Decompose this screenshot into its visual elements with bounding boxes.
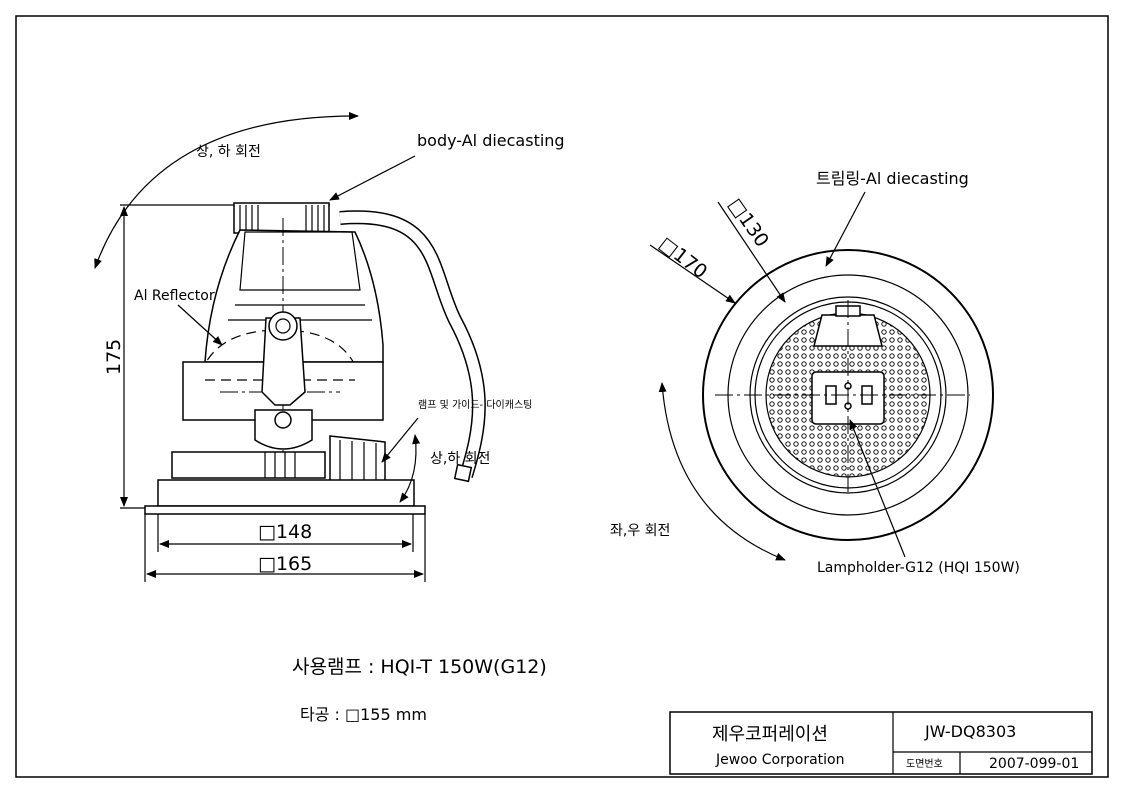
body-material-label: body-Al diecasting [417, 131, 565, 150]
pivot-bolt-bottom [274, 411, 292, 429]
cooling-fins [233, 202, 330, 234]
lower-housing [171, 451, 326, 479]
drawing-border [15, 15, 1109, 778]
height-dimension-value: 175 [103, 339, 125, 375]
pan-rotation-label: 좌,우 회전 [610, 523, 670, 539]
trim-outer-dimension-value: □170 [655, 233, 711, 284]
company-name-en: Jewoo Corporation [715, 752, 844, 768]
tilt-rotation-label-bottom: 상,하 회전 [430, 451, 490, 467]
cutout-spec: 타공 : □155 mm [300, 705, 427, 724]
side-view: 상, 하 회전 body-Al diecasting Al Reflector … [94, 111, 565, 582]
company-name-kr: 제우코퍼레이션 [712, 724, 828, 745]
tilt-rotation-arc-bottom [399, 434, 421, 503]
date-code: 2007-099-01 [989, 756, 1079, 772]
base-flange [157, 479, 415, 507]
lamp-guide-label: 램프 및 가이드- 다이캐스팅 [418, 399, 532, 411]
trim-material-label: 트림링-Al diecasting [816, 169, 969, 188]
outer-width-dimension-value: □165 [258, 553, 312, 575]
lampholder-label: Lampholder-G12 (HQI 150W) [817, 560, 1020, 576]
title-block: 제우코퍼레이션 Jewoo Corporation JW-DQ8303 도면번호… [669, 711, 1093, 775]
tilt-rotation-label-top: 상, 하 회전 [196, 144, 261, 160]
reflector-label: Al Reflector [134, 288, 215, 304]
top-view: 트림링-Al diecasting □170 □130 좌,우 회전 Lamph… [610, 169, 1020, 576]
lamp-spec: 사용램프 : HQI-T 150W(G12) [292, 656, 547, 678]
pivot-arm [261, 317, 306, 406]
ceiling-plate [144, 505, 426, 515]
pan-rotation-arc [658, 382, 786, 561]
pivot-bolt-top [268, 311, 298, 341]
drawing-number: JW-DQ8303 [924, 722, 1016, 741]
tilt-rotation-arc-top [94, 111, 359, 269]
drawing-number-label: 도면번호 [906, 758, 943, 770]
inner-width-dimension-value: □148 [258, 521, 312, 543]
